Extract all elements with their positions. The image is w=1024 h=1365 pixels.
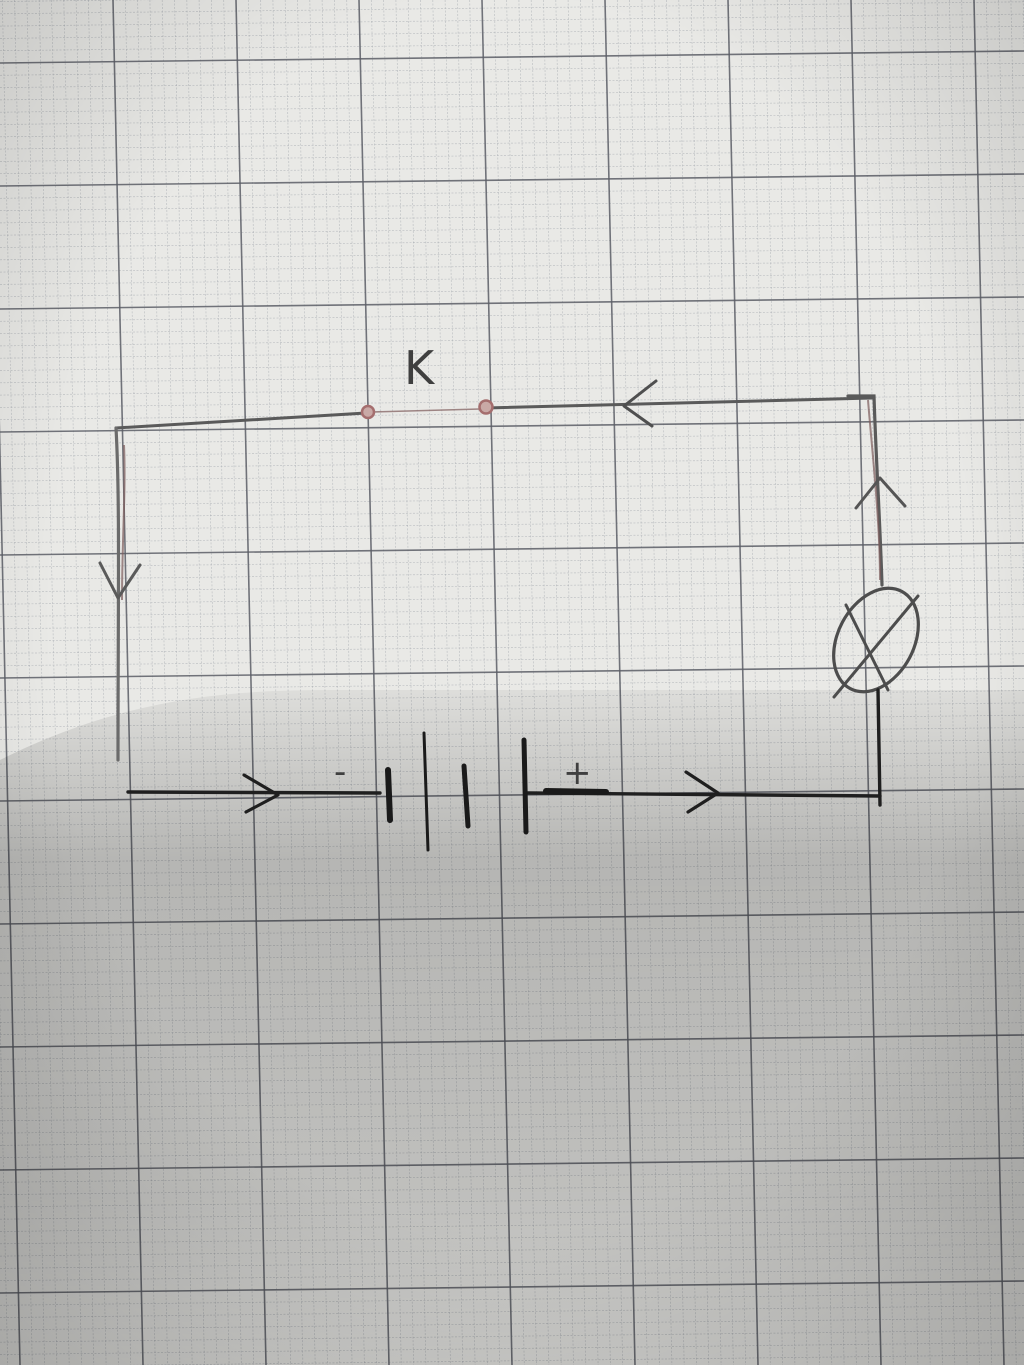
wire-top-right	[484, 396, 874, 410]
wire-right-retrace	[867, 399, 881, 581]
wire-right-upper	[846, 394, 884, 587]
wire-left	[114, 426, 121, 762]
lamp	[832, 586, 920, 699]
battery-terminal-thick	[543, 788, 609, 795]
switch-k: K	[360, 341, 494, 420]
arrow-bottom-right-icon	[684, 770, 720, 814]
wire-bottom-left	[126, 790, 382, 795]
switch-contact-right	[478, 399, 494, 415]
battery-cell-2-short	[461, 763, 471, 829]
switch-label: K	[404, 341, 436, 395]
switch-contact-left	[360, 404, 376, 420]
arrow-top-left-icon	[622, 379, 658, 428]
arrow-bottom-left-icon	[242, 773, 280, 814]
arrow-right-up-icon	[854, 476, 907, 510]
battery-cell-1-short	[385, 767, 393, 823]
switch-contact-gap	[371, 408, 481, 413]
battery-positive-label: +	[563, 753, 592, 793]
battery-negative-label: -	[334, 752, 346, 792]
wire-right-lower	[876, 688, 882, 807]
arrow-left-down-icon	[98, 561, 142, 600]
wire-left-retrace	[121, 444, 126, 601]
lamp-circle-icon	[832, 586, 920, 694]
lamp-cross-icon	[832, 594, 920, 699]
battery: - +	[334, 731, 609, 852]
battery-cell-1-long	[422, 731, 430, 852]
wire-top-left	[114, 411, 368, 430]
battery-cell-2-long	[521, 737, 529, 835]
